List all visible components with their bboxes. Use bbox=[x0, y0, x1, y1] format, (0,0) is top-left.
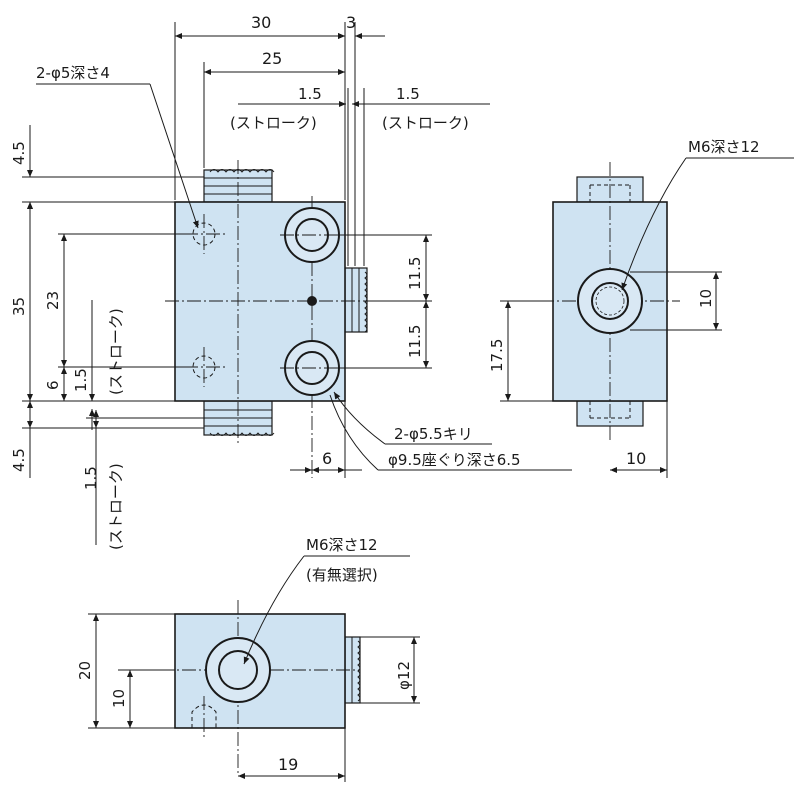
front-left-dimensions: 4.5 35 23 6 4.5 1.5 (ストローク) 1.5 (ストローク) bbox=[10, 125, 204, 550]
front-bottom-dimensions: 6 2-φ5.5キリ φ9.5座ぐり深さ6.5 bbox=[290, 391, 572, 478]
right-plunger-threads bbox=[351, 268, 368, 333]
bottom-blind-hole bbox=[191, 696, 217, 738]
dim-25: 25 bbox=[262, 49, 282, 68]
bottom-dim-19: 19 bbox=[278, 755, 298, 774]
bolt-hole-callout-1: 2-φ5.5キリ bbox=[394, 425, 473, 443]
dim-4-5-bottom: 4.5 bbox=[10, 448, 28, 472]
stroke-bottom-label: (ストローク) bbox=[107, 463, 125, 550]
bottom-dim-20: 20 bbox=[76, 661, 94, 680]
side-dim-10-bottom: 10 bbox=[626, 449, 646, 468]
dim-30: 30 bbox=[251, 13, 271, 32]
counterbore-hole-bottom bbox=[280, 340, 345, 396]
right-plunger bbox=[344, 267, 368, 333]
bottom-dim-10: 10 bbox=[110, 689, 128, 708]
side-thread-callout: M6深さ12 bbox=[688, 138, 760, 156]
dim-35: 35 bbox=[10, 297, 28, 316]
blind-hole-bottom bbox=[184, 347, 225, 387]
dim-3: 3 bbox=[346, 13, 356, 32]
dim-23: 23 bbox=[44, 291, 62, 310]
side-dim-17-5: 17.5 bbox=[488, 339, 506, 372]
dim-6-left: 6 bbox=[44, 380, 62, 390]
bottom-thread-callout: M6深さ12 bbox=[306, 536, 378, 554]
stroke-bottom-value: 1.5 bbox=[82, 466, 100, 490]
stroke-right-value: 1.5 bbox=[396, 85, 420, 103]
bottom-threaded-hole bbox=[205, 637, 271, 703]
center-mark bbox=[307, 296, 317, 306]
dim-6-bottom: 6 bbox=[322, 449, 332, 468]
side-view: M6深さ12 10 17.5 10 bbox=[488, 138, 794, 478]
front-top-dimensions: 30 3 25 1.5 (ストローク) 1.5 (ストローク) bbox=[174, 13, 490, 266]
counterbore-hole-top bbox=[280, 207, 345, 263]
stroke-vertical-value: 1.5 bbox=[72, 368, 90, 392]
dim-11-5-bottom: 11.5 bbox=[406, 325, 424, 358]
bolt-hole-callout-2: φ9.5座ぐり深さ6.5 bbox=[388, 451, 521, 469]
stroke-right-label: (ストローク) bbox=[382, 114, 469, 132]
dim-4-5-top: 4.5 bbox=[10, 141, 28, 165]
stroke-left-label: (ストローク) bbox=[230, 114, 317, 132]
front-right-dimensions: 11.5 11.5 bbox=[340, 234, 432, 369]
bottom-thread-option: (有無選択) bbox=[306, 566, 378, 584]
blind-hole-top bbox=[184, 214, 225, 254]
bottom-dimensions: M6深さ12 (有無選択) 20 10 φ12 19 bbox=[76, 536, 420, 782]
side-dim-10-right: 10 bbox=[697, 289, 715, 308]
stroke-left-value: 1.5 bbox=[298, 85, 322, 103]
stroke-vertical-label: (ストローク) bbox=[107, 308, 125, 395]
bottom-view: M6深さ12 (有無選択) 20 10 φ12 19 bbox=[76, 536, 420, 782]
side-dimensions: M6深さ12 10 17.5 10 bbox=[488, 138, 794, 478]
dim-11-5-top: 11.5 bbox=[406, 257, 424, 290]
front-view: 30 3 25 1.5 (ストローク) 1.5 (ストローク) 2-φ5深さ4 bbox=[10, 13, 572, 550]
blind-hole-callout: 2-φ5深さ4 bbox=[36, 64, 199, 229]
side-threaded-hole bbox=[577, 268, 643, 334]
bottom-dim-phi12: φ12 bbox=[395, 661, 413, 690]
blind-hole-callout-text: 2-φ5深さ4 bbox=[36, 64, 110, 82]
